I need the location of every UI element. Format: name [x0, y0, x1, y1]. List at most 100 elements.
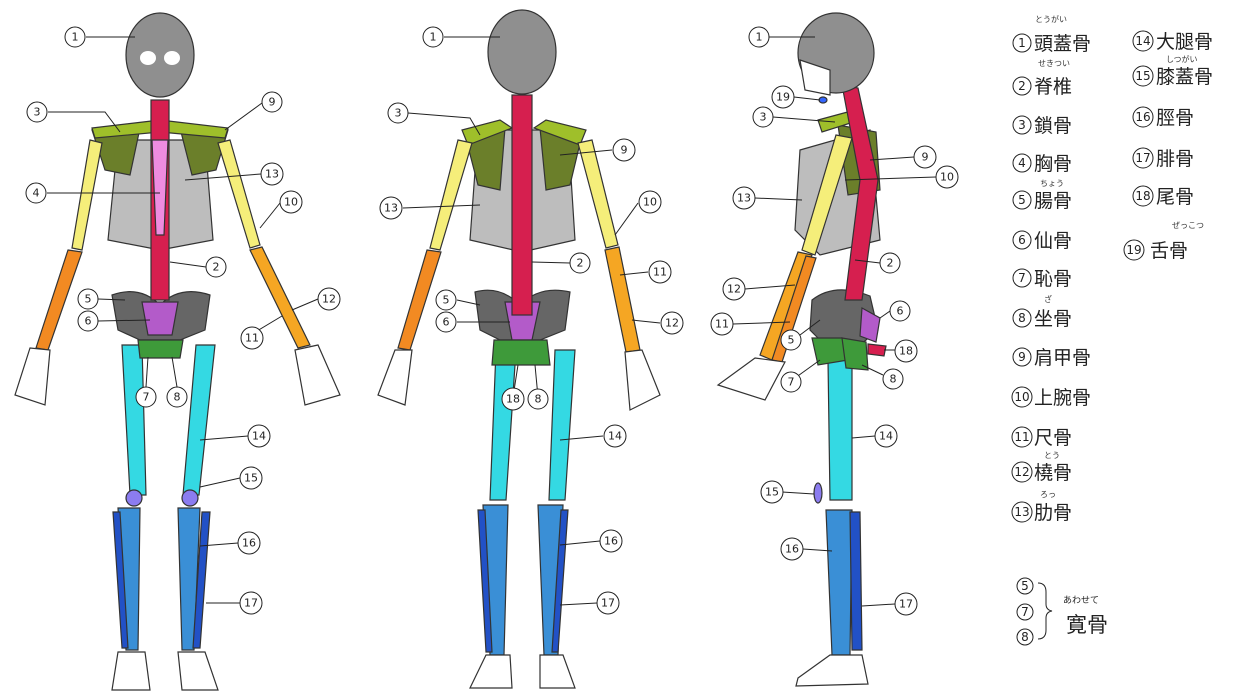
svg-text:5: 5 — [788, 334, 795, 347]
front-label-3: 3 — [26, 101, 48, 123]
svg-text:3: 3 — [395, 107, 402, 120]
svg-text:肩甲骨: 肩甲骨 — [1034, 347, 1091, 369]
front-patella-left — [125, 489, 143, 507]
svg-text:2: 2 — [213, 261, 220, 274]
svg-text:12: 12 — [322, 293, 336, 306]
svg-text:16: 16 — [242, 537, 256, 550]
svg-text:ぜっこつ: ぜっこつ — [1172, 221, 1204, 230]
front-label-15: 15 — [239, 466, 263, 490]
front-foot-right — [177, 651, 219, 691]
svg-text:1: 1 — [756, 31, 763, 44]
legend-item-13: ろっ 13 肋骨 — [1011, 490, 1072, 524]
legend-item-17: 17 腓骨 — [1132, 147, 1194, 170]
legend-item-10: 10 上腕骨 — [1011, 386, 1091, 409]
svg-text:10: 10 — [940, 171, 954, 184]
svg-text:11: 11 — [1014, 430, 1029, 444]
legend-item-2: せきつい 2 脊椎 — [1012, 59, 1072, 98]
back-label-13: 13 — [379, 196, 403, 220]
front-hand-right — [294, 344, 341, 406]
legend-item-9: 9 肩甲骨 — [1012, 347, 1091, 369]
svg-text:14: 14 — [1135, 34, 1150, 48]
svg-text:15: 15 — [765, 486, 779, 499]
svg-text:上腕骨: 上腕骨 — [1034, 387, 1091, 409]
front-label-12: 12 — [317, 287, 341, 311]
svg-text:15: 15 — [244, 472, 258, 485]
svg-text:5: 5 — [85, 293, 92, 306]
side-jaw — [799, 59, 831, 96]
svg-text:ちょう: ちょう — [1040, 179, 1064, 188]
svg-text:9: 9 — [269, 96, 276, 109]
svg-text:恥骨: 恥骨 — [1034, 268, 1072, 290]
legend-item-1: とうがい 1 頭蓋骨 — [1012, 14, 1091, 55]
front-label-8: 8 — [166, 386, 188, 408]
svg-text:14: 14 — [879, 430, 893, 443]
legend: とうがい 1 頭蓋骨 せきつい 2 脊椎 3 鎖骨 4 胸骨 ちょう 5 腸骨 … — [1011, 14, 1213, 646]
svg-text:12: 12 — [727, 283, 741, 296]
front-label-9: 9 — [261, 91, 283, 113]
svg-text:尾骨: 尾骨 — [1156, 186, 1194, 208]
front-label-10: 10 — [279, 190, 303, 214]
side-view: 1 19 3 9 10 13 2 12 11 6 5 18 7 8 14 15 … — [710, 12, 959, 687]
svg-text:橈骨: 橈骨 — [1034, 462, 1072, 484]
side-label-11: 11 — [710, 312, 734, 336]
legend-item-8: ざ 8 坐骨 — [1012, 294, 1072, 330]
back-femur-right — [548, 349, 576, 501]
svg-text:せきつい: せきつい — [1038, 59, 1070, 68]
front-label-17: 17 — [239, 591, 263, 615]
svg-text:12: 12 — [665, 317, 679, 330]
back-label-1: 1 — [422, 26, 444, 48]
svg-text:7: 7 — [1021, 605, 1029, 619]
svg-text:5: 5 — [1018, 193, 1026, 207]
svg-text:13: 13 — [1014, 505, 1029, 519]
svg-text:12: 12 — [1014, 465, 1029, 479]
svg-text:7: 7 — [1018, 271, 1026, 285]
svg-text:頭蓋骨: 頭蓋骨 — [1034, 33, 1091, 55]
back-skull — [487, 9, 557, 95]
legend-item-14: 14 大腿骨 — [1132, 30, 1213, 53]
front-label-16: 16 — [237, 531, 261, 555]
svg-text:8: 8 — [535, 393, 542, 406]
front-radius-right — [249, 246, 311, 349]
svg-text:尺骨: 尺骨 — [1034, 427, 1072, 449]
svg-text:8: 8 — [174, 391, 181, 404]
svg-text:18: 18 — [899, 345, 913, 358]
front-view: 1 3 9 4 13 10 2 5 6 12 11 7 8 14 15 16 1… — [14, 12, 341, 691]
side-fibula — [849, 511, 863, 651]
back-label-12: 12 — [660, 311, 684, 335]
svg-text:19: 19 — [776, 91, 790, 104]
svg-text:19: 19 — [1126, 243, 1141, 257]
side-label-8: 8 — [882, 368, 904, 390]
svg-text:とうがい: とうがい — [1035, 14, 1067, 24]
back-label-6: 6 — [435, 311, 457, 333]
svg-text:16: 16 — [604, 535, 618, 548]
front-femur-left — [121, 344, 147, 496]
legend-item-19: ぜっこつ 19 舌骨 — [1123, 221, 1204, 262]
side-coccyx — [867, 343, 887, 357]
back-radius-right — [604, 246, 641, 353]
svg-text:肋骨: 肋骨 — [1034, 502, 1072, 524]
back-label-10: 10 — [638, 190, 662, 214]
svg-text:8: 8 — [1021, 630, 1029, 644]
legend-combined-note: あわせて — [1063, 595, 1099, 606]
side-foot — [795, 654, 869, 687]
back-fibula-left — [477, 509, 493, 653]
svg-text:脛骨: 脛骨 — [1156, 107, 1194, 129]
front-label-14: 14 — [247, 424, 271, 448]
svg-text:2: 2 — [1018, 79, 1026, 93]
side-label-14: 14 — [874, 424, 898, 448]
legend-item-15: しつがい 15 膝蓋骨 — [1132, 54, 1213, 88]
svg-text:3: 3 — [760, 111, 767, 124]
back-label-17: 17 — [596, 591, 620, 615]
svg-text:14: 14 — [608, 430, 622, 443]
back-clavicle-right — [532, 119, 587, 146]
front-tibia-right — [177, 507, 201, 651]
front-foot-left — [111, 651, 151, 691]
side-label-16: 16 — [780, 537, 804, 561]
svg-text:17: 17 — [1135, 151, 1150, 165]
side-hand — [716, 357, 786, 401]
svg-text:14: 14 — [252, 430, 266, 443]
svg-text:9: 9 — [922, 151, 929, 164]
front-label-6: 6 — [77, 310, 99, 332]
svg-text:6: 6 — [85, 315, 92, 328]
svg-text:4: 4 — [1018, 156, 1026, 170]
